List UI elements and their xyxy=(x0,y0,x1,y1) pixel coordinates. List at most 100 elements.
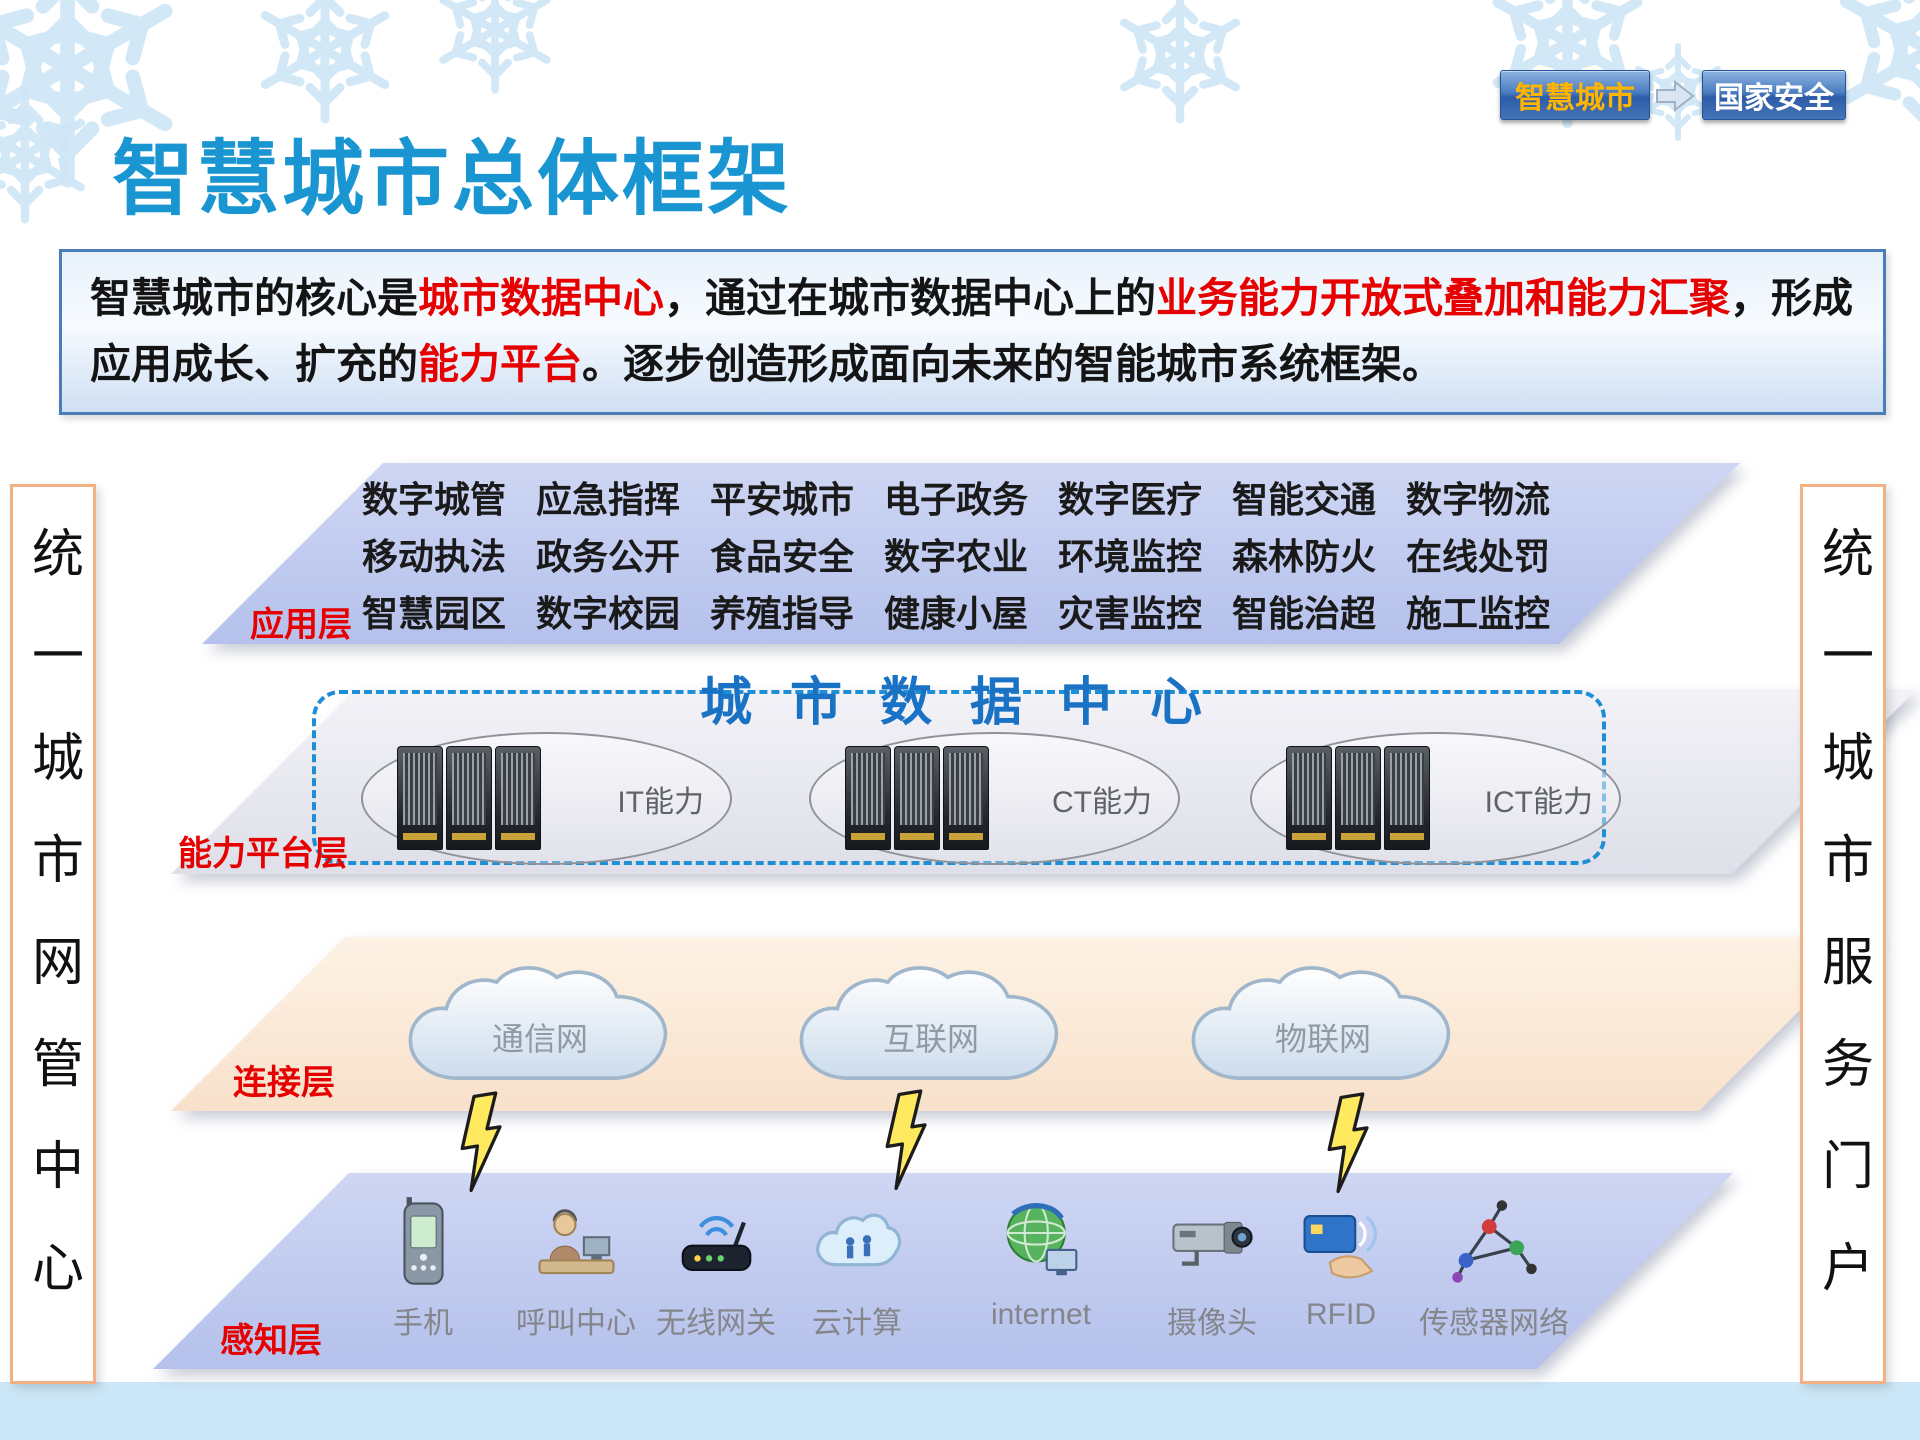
application-row: 数字城管应急指挥平安城市电子政务数字医疗智能交通数字物流 xyxy=(262,477,1650,523)
cloud-icon xyxy=(771,963,1091,1095)
device-cloud-computing: 云计算 xyxy=(782,1195,932,1342)
app-item: 施工监控 xyxy=(1406,593,1551,634)
capability-node-it: IT能力 xyxy=(361,732,732,865)
cloud-communication-network: 通信网 xyxy=(380,963,700,1095)
server-rack-icon xyxy=(845,746,989,850)
app-item: 健康小屋 xyxy=(883,593,1028,634)
app-item: 数字校园 xyxy=(535,593,680,634)
device-label: 传感器网络 xyxy=(1419,1307,1569,1340)
intro-segment-highlight: 能力平台 xyxy=(418,340,582,387)
page-title: 智慧城市总体框架 xyxy=(112,134,793,225)
server-unit-icon xyxy=(1384,746,1430,850)
app-item: 灾害监控 xyxy=(1058,593,1203,634)
device-label: RFID xyxy=(1306,1298,1376,1331)
bottom-strip xyxy=(0,1382,1920,1440)
intro-box: 智慧城市的核心是城市数据中心，通过在城市数据中心上的业务能力开放式叠加和能力汇聚… xyxy=(59,249,1886,415)
snowflake-icon xyxy=(0,85,95,225)
nav-tag-national-security[interactable]: 国家安全 xyxy=(1702,70,1846,120)
device-phone: 手机 xyxy=(348,1195,498,1342)
device-rfid: RFID xyxy=(1266,1195,1416,1332)
cloud-label: 物联网 xyxy=(1274,1020,1371,1057)
cloud-computing-icon xyxy=(810,1195,905,1290)
device-internet: internet xyxy=(966,1195,1116,1332)
intro-segment-highlight: 业务能力开放式叠加和能力汇聚 xyxy=(1156,275,1730,321)
cctv-camera-icon xyxy=(1165,1195,1260,1290)
device-call-center: 呼叫中心 xyxy=(501,1195,651,1342)
server-unit-icon xyxy=(495,746,541,850)
application-layer: 数字城管应急指挥平安城市电子政务数字医疗智能交通数字物流 移动执法政务公开食品安… xyxy=(202,463,1740,644)
device-label: 手机 xyxy=(393,1307,453,1340)
capability-node-label: ICT能力 xyxy=(1484,785,1593,819)
app-item: 数字城管 xyxy=(361,479,506,520)
intro-segment-highlight: 城市数据中心 xyxy=(418,275,664,321)
app-item: 智能治超 xyxy=(1232,593,1377,634)
layer-label-perception: 感知层 xyxy=(220,1322,322,1360)
arrow-right-icon xyxy=(1656,79,1695,113)
server-unit-icon xyxy=(446,746,492,850)
app-item: 环境监控 xyxy=(1058,536,1203,577)
intro-segment: ，形成应用成长、扩充的 xyxy=(90,275,1853,387)
layer-label-connection: 连接层 xyxy=(233,1064,335,1102)
perception-layer: 手机 呼叫中心 xyxy=(153,1173,1733,1369)
app-item: 移动执法 xyxy=(361,536,506,577)
capability-node-ct: CT能力 xyxy=(809,732,1180,865)
globe-monitor-icon xyxy=(994,1195,1089,1290)
layer-label-capability: 能力平台层 xyxy=(178,835,348,873)
server-rack-icon xyxy=(1286,746,1430,850)
cloud-iot-network: 物联网 xyxy=(1163,963,1483,1095)
intro-segment: 智慧城市的核心是 xyxy=(90,275,418,321)
app-item: 数字物流 xyxy=(1406,479,1551,520)
device-label: 云计算 xyxy=(812,1307,902,1340)
app-item: 数字农业 xyxy=(883,536,1028,577)
connection-layer-shape: 通信网 互联网 物联网 连接层 xyxy=(171,937,1873,1111)
application-row: 移动执法政务公开食品安全数字农业环境监控森林防火在线处罚 xyxy=(262,534,1650,580)
rfid-icon xyxy=(1294,1195,1389,1290)
capability-node-ict: ICT能力 xyxy=(1250,732,1621,865)
cloud-internet: 互联网 xyxy=(771,963,1091,1095)
server-unit-icon xyxy=(1335,746,1381,850)
server-unit-icon xyxy=(894,746,940,850)
server-unit-icon xyxy=(845,746,891,850)
device-label: internet xyxy=(990,1298,1092,1331)
device-sensor-network: 传感器网络 xyxy=(1419,1195,1569,1342)
layer-label-application: 应用层 xyxy=(250,606,352,644)
snowflake-icon xyxy=(430,0,560,95)
application-row: 智慧园区数字校园养殖指导健康小屋灾害监控智能治超施工监控 xyxy=(262,591,1650,637)
app-item: 应急指挥 xyxy=(535,479,680,520)
server-rack-icon xyxy=(397,746,541,850)
city-data-center-title: 城市数据中心 xyxy=(699,674,1240,732)
left-banner-network-management-center: 统一城市网管中心 xyxy=(10,484,96,1384)
app-item: 食品安全 xyxy=(709,536,854,577)
app-item: 智能交通 xyxy=(1232,479,1377,520)
device-wireless-gateway: 无线网关 xyxy=(641,1195,791,1342)
cloud-label: 通信网 xyxy=(491,1020,588,1057)
app-item: 数字医疗 xyxy=(1058,479,1203,520)
cloud-label: 互联网 xyxy=(882,1020,979,1057)
device-camera: 摄像头 xyxy=(1137,1195,1287,1342)
app-item: 在线处罚 xyxy=(1406,536,1551,577)
server-unit-icon xyxy=(943,746,989,850)
sensor-network-icon xyxy=(1447,1195,1542,1290)
server-unit-icon xyxy=(1286,746,1332,850)
app-item: 养殖指导 xyxy=(709,593,854,634)
device-label: 摄像头 xyxy=(1167,1307,1257,1340)
capability-node-label: CT能力 xyxy=(1052,785,1152,819)
app-item: 政务公开 xyxy=(535,536,680,577)
perception-layer-shape: 手机 呼叫中心 xyxy=(153,1173,1733,1369)
phone-icon xyxy=(376,1195,471,1290)
intro-segment: ，通过在城市数据中心上的 xyxy=(664,275,1156,321)
capability-node-label: IT能力 xyxy=(617,785,704,819)
application-items: 数字城管应急指挥平安城市电子政务数字医疗智能交通数字物流 移动执法政务公开食品安… xyxy=(262,477,1650,637)
snowflake-icon xyxy=(1110,0,1250,125)
nav-tag-smart-city[interactable]: 智慧城市 xyxy=(1500,70,1650,120)
snowflake-icon xyxy=(250,0,400,125)
app-item: 智慧园区 xyxy=(361,593,506,634)
device-label: 呼叫中心 xyxy=(516,1307,636,1340)
cloud-icon xyxy=(380,963,700,1095)
device-label: 无线网关 xyxy=(656,1307,776,1340)
router-icon xyxy=(669,1195,764,1290)
app-item: 平安城市 xyxy=(709,479,854,520)
intro-segment: 。逐步创造形成面向未来的智能城市系统框架。 xyxy=(582,340,1443,387)
right-banner-city-service-portal: 统一城市服务门户 xyxy=(1800,484,1886,1384)
